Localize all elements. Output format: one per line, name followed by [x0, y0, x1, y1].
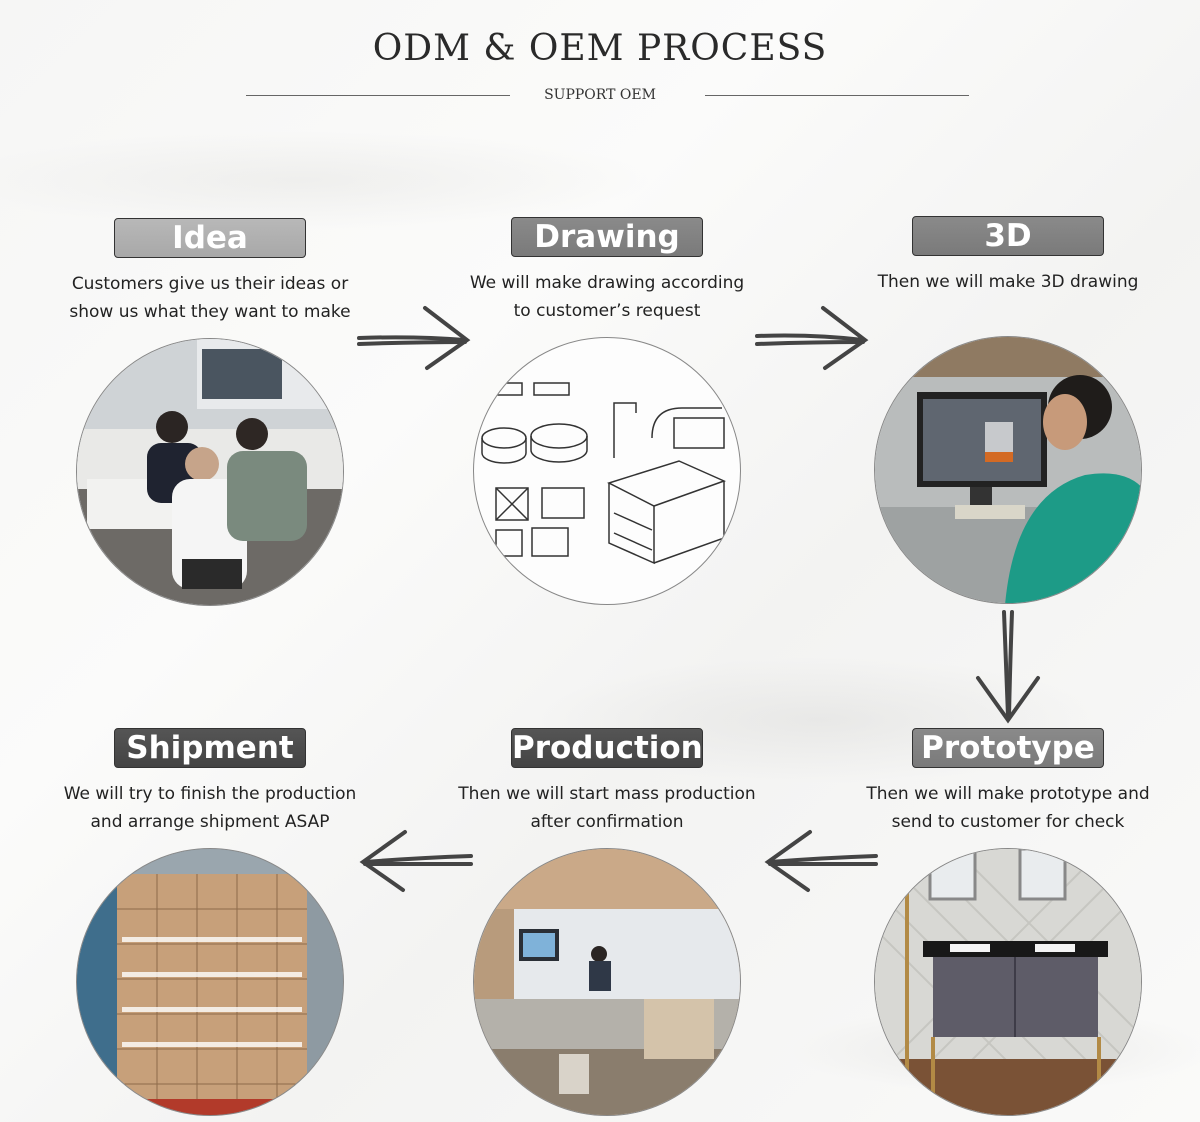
- step-description: Customers give us their ideas or show us…: [69, 274, 351, 322]
- arrow-left-icon: [359, 830, 473, 892]
- factory-machine-photo: [473, 848, 741, 1116]
- meeting-photo: [76, 338, 344, 606]
- vanity-prototype-photo: [874, 848, 1142, 1116]
- step-label: Production: [511, 728, 703, 768]
- step-label: 3D: [912, 216, 1104, 256]
- arrow-left-icon: [764, 830, 878, 892]
- step-description: Then we will start mass production after…: [458, 784, 756, 832]
- step-label: Prototype: [912, 728, 1104, 768]
- page-subtitle: SUPPORT OEM: [544, 87, 656, 103]
- arrow-right-icon: [755, 306, 869, 370]
- arrow-down-icon: [976, 610, 1040, 724]
- step-label: Idea: [114, 218, 306, 258]
- title-rule-right: [705, 95, 969, 96]
- container-loading-photo: [76, 848, 344, 1116]
- step-description: We will make drawing according to custom…: [469, 273, 745, 321]
- step-description: Then we will make 3D drawing: [877, 272, 1139, 292]
- step-label: Shipment: [114, 728, 306, 768]
- title-rule-left: [246, 95, 510, 96]
- step-description: Then we will make prototype and send to …: [866, 784, 1150, 832]
- step-label: Drawing: [511, 217, 703, 257]
- sketch-drawing: [473, 337, 741, 605]
- step-description: We will try to finish the production and…: [63, 784, 357, 832]
- designer-at-computer-photo: [874, 336, 1142, 604]
- arrow-right-icon: [357, 306, 471, 370]
- page-title: ODM & OEM PROCESS: [372, 28, 828, 69]
